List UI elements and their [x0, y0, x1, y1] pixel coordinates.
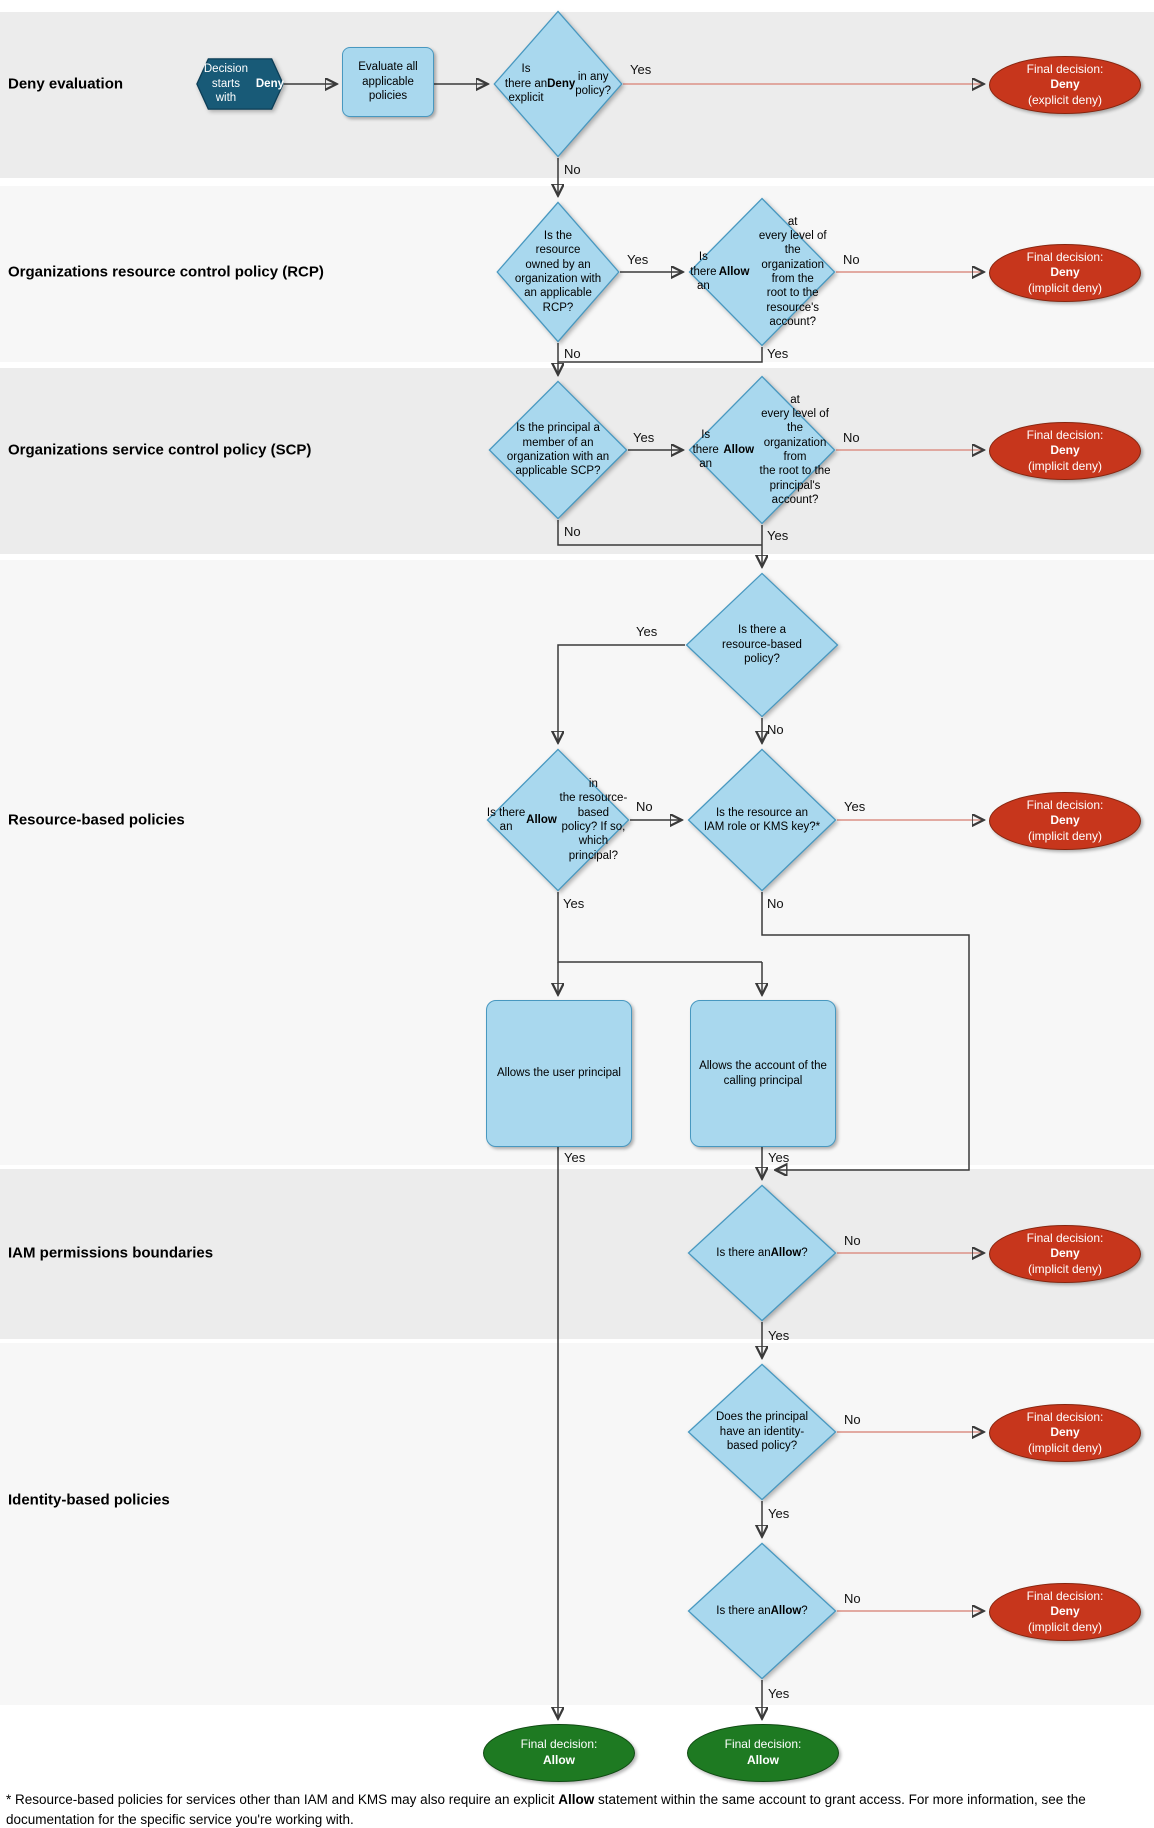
edge-label-d2-yes: Yes [627, 252, 649, 267]
edge-d6-yes [558, 644, 685, 742]
final-deny-implicit-identity-exists: Final decision:Deny(implicit deny) [989, 1404, 1141, 1462]
section-label-identity-based: Identity-based policies [8, 1491, 170, 1509]
edge-label-d8-no: No [767, 896, 784, 911]
edge-label-d4-yes: Yes [633, 430, 655, 445]
footnote: * Resource-based policies for services o… [6, 1792, 1086, 1827]
edge-label-d10-no: No [844, 1412, 861, 1427]
edge-label-d9-no: No [844, 1233, 861, 1248]
section-label-resource-based: Resource-based policies [8, 811, 185, 829]
edge-label-d1-yes: Yes [630, 62, 652, 77]
edge-label-d10-yes: Yes [768, 1506, 790, 1521]
decision-boundary-allow: Is there an Allow? [687, 1184, 837, 1322]
edge-label-d11-yes: Yes [768, 1686, 790, 1701]
section-label-deny-evaluation: Deny evaluation [8, 75, 124, 93]
edge-label-d6-yes: Yes [636, 624, 658, 639]
final-allow-account: Final decision:Allow [687, 1724, 839, 1782]
edge-d3-yes-merge [558, 347, 763, 363]
section-band-permissions-boundaries [0, 1169, 1154, 1339]
allows-user-principal-box: Allows the user principal [486, 1000, 632, 1147]
allows-user-principal-label: Allows the user principal [496, 1067, 621, 1080]
edge-label-d8-yes: Yes [844, 799, 866, 814]
final-allow-user: Final decision:Allow [483, 1724, 635, 1782]
edge-d8-no-bypass [761, 892, 970, 1170]
edge-label-d7-yes: Yes [563, 896, 585, 911]
edge-label-box-account-yes: Yes [768, 1150, 790, 1165]
section-label-scp: Organizations service control policy (SC… [8, 441, 312, 459]
edge-label-d6-no: No [767, 722, 784, 737]
final-deny-implicit-identity-allow: Final decision:Deny(implicit deny) [989, 1583, 1141, 1641]
edge-label-d2-no: No [564, 346, 581, 361]
final-deny-implicit-resource: Final decision:Deny(implicit deny) [989, 792, 1141, 850]
edge-label-d7-no: No [636, 799, 653, 814]
final-deny-explicit: Final decision:Deny(explicit deny) [989, 56, 1141, 114]
edge-d7-yes-split [557, 892, 762, 963]
section-label-permissions-boundaries: IAM permissions boundaries [8, 1244, 214, 1262]
edge-label-d3-no: No [843, 252, 860, 267]
final-deny-implicit-rcp: Final decision:Deny(implicit deny) [989, 244, 1141, 302]
edge-label-d9-yes: Yes [768, 1328, 790, 1343]
edge-label-d11-no: No [844, 1591, 861, 1606]
edge-d4-no-merge [557, 520, 762, 546]
edge-label-d1-no: No [564, 162, 581, 177]
section-label-rcp: Organizations resource control policy (R… [8, 263, 324, 281]
final-deny-implicit-scp: Final decision:Deny(implicit deny) [989, 422, 1141, 480]
edge-label-d5-no: No [843, 430, 860, 445]
edge-label-box-user-yes: Yes [564, 1150, 586, 1165]
decision-identity-policy-allow: Is there an Allow? [687, 1542, 837, 1680]
edge-label-d4-no: No [564, 524, 581, 539]
edge-label-d3-yes: Yes [767, 346, 789, 361]
section-band-identity-based [0, 1343, 1154, 1705]
edge-label-d5-yes: Yes [767, 528, 789, 543]
final-deny-implicit-boundary: Final decision:Deny(implicit deny) [989, 1225, 1141, 1283]
